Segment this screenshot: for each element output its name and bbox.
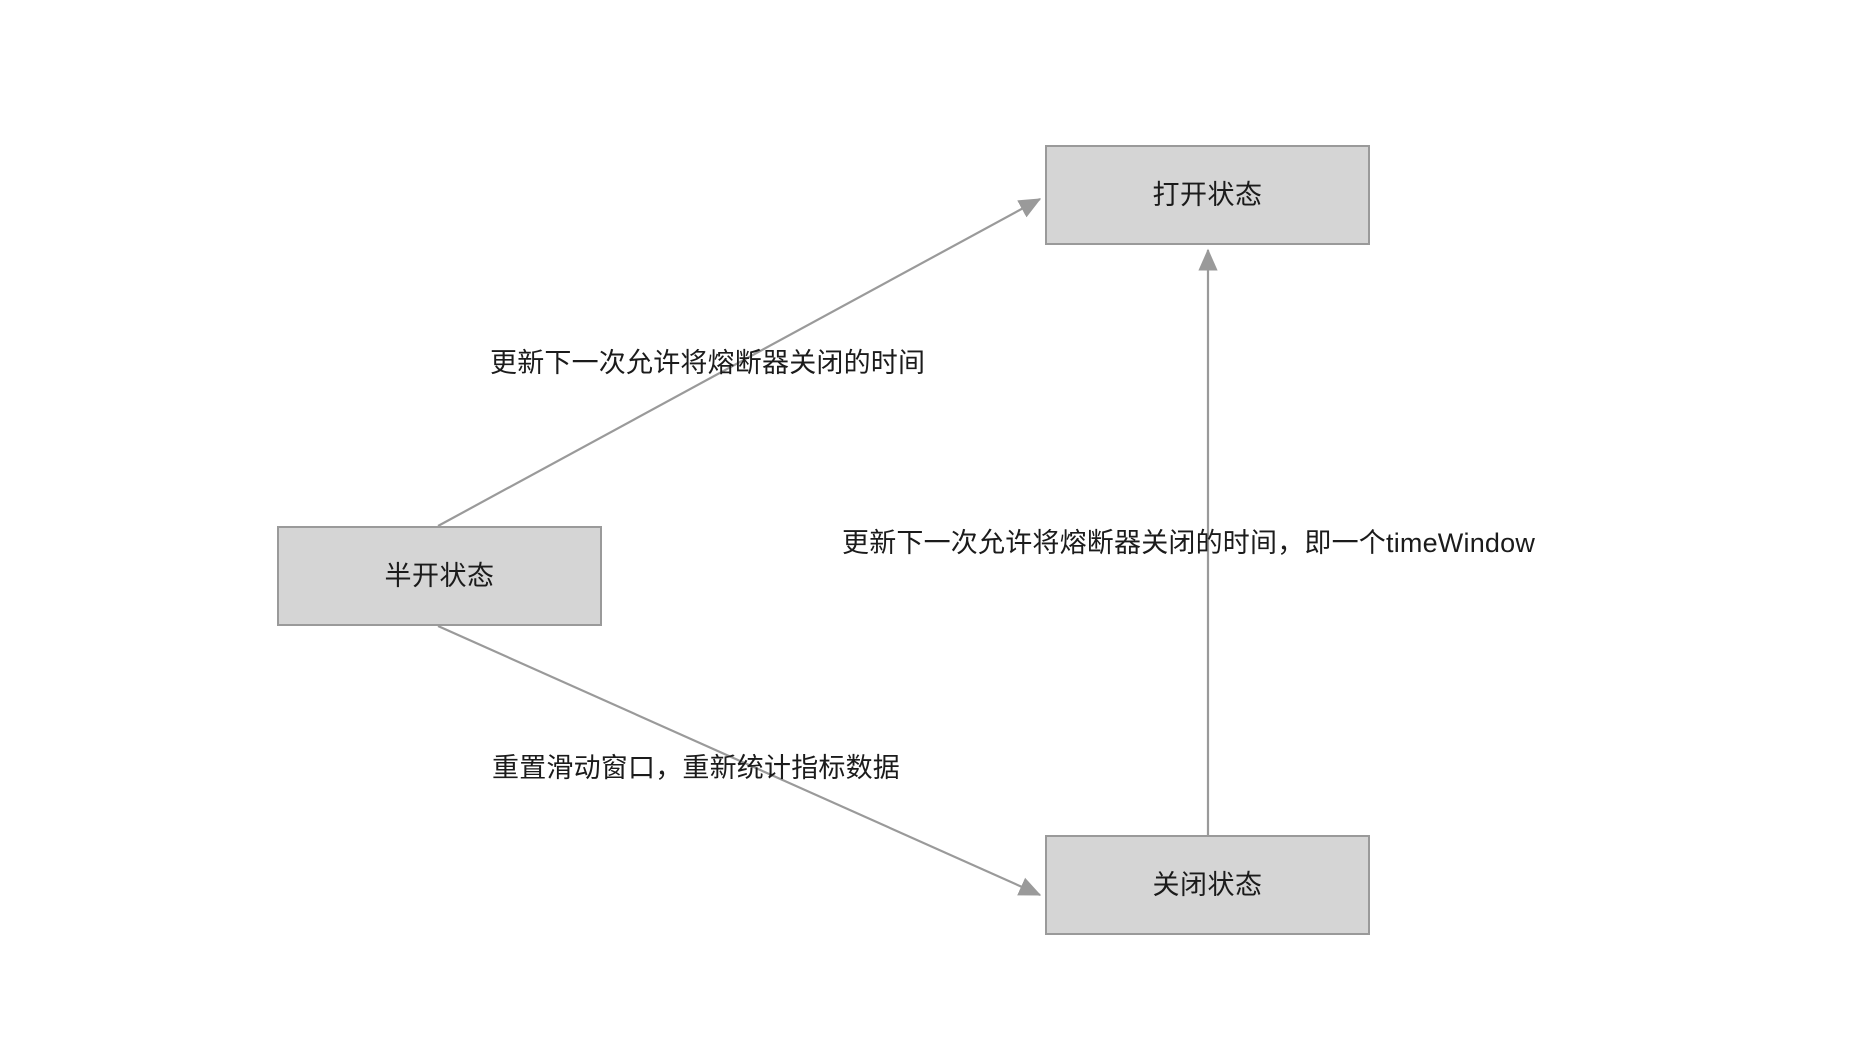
node-open-label: 打开状态 (1152, 179, 1263, 210)
node-half-open[interactable]: 半开状态 (277, 526, 602, 626)
edge-half-open-to-closed (437, 624, 1042, 897)
node-open[interactable]: 打开状态 (1045, 145, 1370, 245)
node-half-open-label: 半开状态 (384, 560, 495, 591)
edge-label-closed-to-open: 更新下一次允许将熔断器关闭的时间，即一个timeWindow (842, 528, 1536, 558)
edge-half-open-to-open (437, 198, 1042, 527)
node-closed-label: 关闭状态 (1152, 869, 1263, 900)
edge-label-half-open-to-closed: 重置滑动窗口，重新统计指标数据 (492, 753, 900, 783)
node-closed[interactable]: 关闭状态 (1045, 835, 1370, 935)
edge-label-half-open-to-open: 更新下一次允许将熔断器关闭的时间 (490, 348, 926, 378)
